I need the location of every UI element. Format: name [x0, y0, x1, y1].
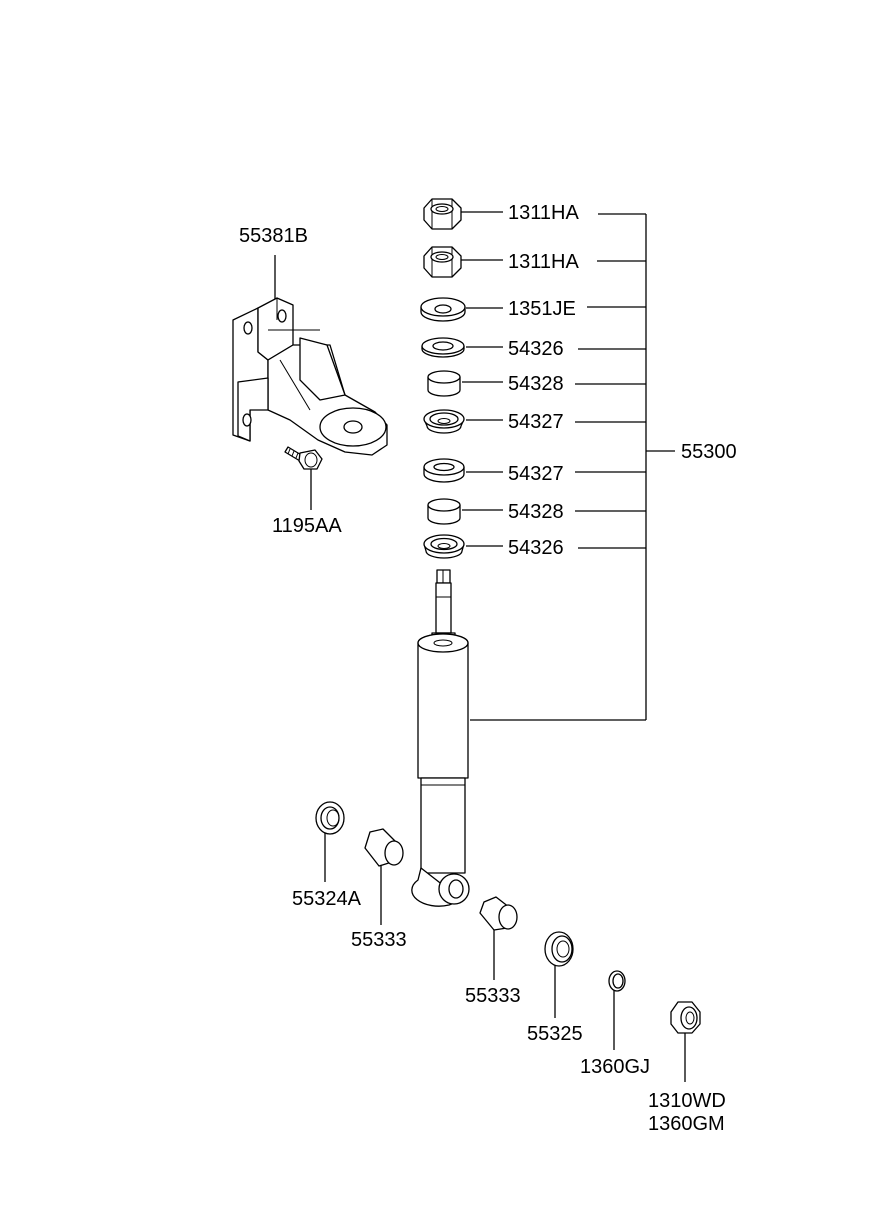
- label-54327-upper: 54327: [508, 411, 564, 433]
- label-1310wd: 1310WD: [648, 1090, 726, 1112]
- label-1360gm: 1360GM: [648, 1113, 725, 1135]
- shock-absorber-icon: [411, 569, 470, 907]
- label-55381b: 55381B: [239, 225, 308, 247]
- label-1351je: 1351JE: [508, 298, 576, 320]
- label-55324a: 55324A: [292, 888, 362, 910]
- washer-1351je-icon: [420, 297, 466, 322]
- label-55333-left: 55333: [351, 929, 407, 951]
- label-1311ha-second: 1311HA: [508, 251, 579, 273]
- washer-55325-icon: [544, 931, 574, 967]
- cup-54327-lower-icon: [423, 458, 465, 483]
- label-55300: 55300: [681, 441, 737, 463]
- bushing-54328-lower-icon: [427, 498, 461, 525]
- assembly-bracket-lines: [470, 213, 675, 721]
- bolt-1195aa-icon: [284, 446, 323, 470]
- washer-54326-upper-icon: [421, 337, 465, 358]
- bushing-54328-upper-icon: [427, 370, 461, 397]
- hex-nut-1311ha-top-icon: [423, 198, 462, 230]
- bushing-55333-right-icon: [479, 896, 518, 931]
- ring-55324a-icon: [315, 801, 345, 835]
- spring-washer-1360gj-icon: [608, 970, 626, 992]
- part-leader-lines: [274, 211, 686, 1082]
- hex-nut-1311ha-second-icon: [423, 246, 462, 278]
- label-55333-right: 55333: [465, 985, 521, 1007]
- label-54328-upper: 54328: [508, 373, 564, 395]
- label-1311ha-top: 1311HA: [508, 202, 579, 224]
- label-54326-lower: 54326: [508, 537, 564, 559]
- part-labels: 1311HA 1311HA 1351JE 54326 54328 54327 5…: [239, 202, 737, 1135]
- cup-54327-upper-icon: [423, 409, 465, 434]
- label-1360gj: 1360GJ: [580, 1056, 650, 1078]
- label-54328-lower: 54328: [508, 501, 564, 523]
- washer-54326-lower-icon: [423, 534, 465, 559]
- label-55325: 55325: [527, 1023, 583, 1045]
- mounting-bracket-icon: [232, 297, 388, 456]
- label-54326-upper: 54326: [508, 338, 564, 360]
- hex-nut-1310wd-icon: [670, 1001, 701, 1034]
- label-1195aa: 1195AA: [272, 515, 342, 537]
- label-54327-lower: 54327: [508, 463, 564, 485]
- bushing-55333-left-icon: [364, 828, 404, 867]
